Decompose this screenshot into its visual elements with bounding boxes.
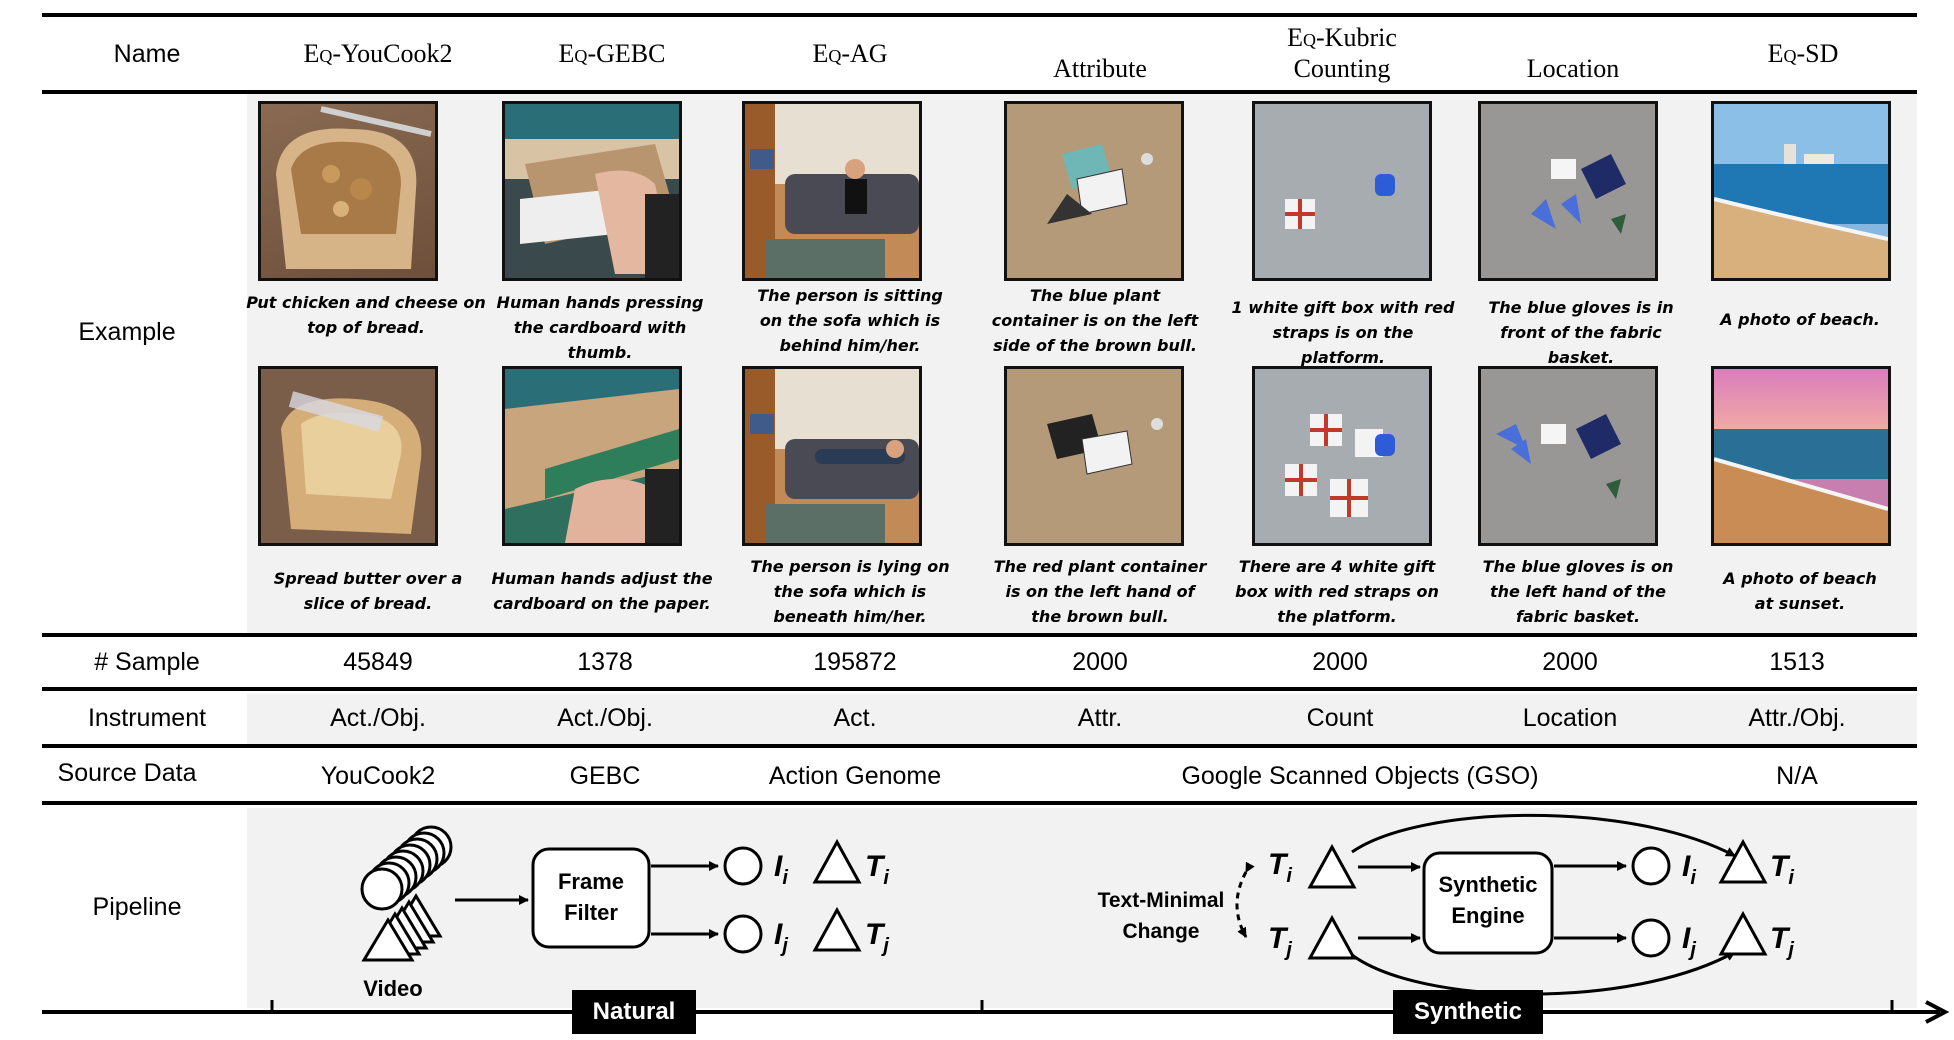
caption-attribute-2: The red plant container is on the left h… [993, 557, 1207, 626]
col-location-label: Location [1526, 54, 1620, 83]
caption-gebc-1: Human hands pressing the cardboard with … [496, 293, 704, 362]
natural-badge: Natural [572, 990, 696, 1034]
top-rule [42, 13, 1917, 17]
instrument-youcook2: Act./Obj. [330, 704, 426, 732]
bread-drawing [276, 106, 432, 269]
col-youcook2: Eq-YouCook2 [258, 38, 498, 69]
synthetic-badge: Synthetic [1393, 990, 1543, 1034]
caption-ag-1: The person is sitting on the sofa which … [757, 286, 943, 355]
sample-ag: 195872 [813, 648, 897, 676]
instrument-gebc: Act./Obj. [557, 704, 653, 732]
gloves-basket-drawing [1481, 104, 1655, 278]
example-image-gebc-1 [502, 101, 682, 281]
beach-sunset-drawing [1714, 369, 1888, 543]
col-kubric-sub: Counting [1293, 54, 1391, 83]
eq-prefix: Eq [303, 39, 333, 68]
source-ag: Action Genome [768, 762, 942, 790]
eq-prefix: Eq [812, 39, 842, 68]
containers-drawing [1007, 104, 1181, 278]
example-image-location-1 [1478, 101, 1658, 281]
source-rule [42, 801, 1917, 805]
source-sd: N/A [1776, 762, 1818, 790]
caption-kubric-2: There are 4 white gift box with red stra… [1235, 557, 1439, 626]
caption-location-2: The blue gloves is on the left hand of t… [1482, 557, 1674, 626]
example-image-ag-1 [742, 101, 922, 281]
col-kubric-label: -Kubric [1316, 23, 1397, 52]
example-image-youcook2-2 [258, 366, 438, 546]
example-rule [42, 633, 1917, 637]
axis-arrow-icon [1925, 1000, 1950, 1024]
header-rule [42, 90, 1917, 94]
col-attribute-label: Attribute [1053, 54, 1147, 83]
col-gebc-label: -GEBC [587, 39, 666, 68]
gloves-basket-drawing-2 [1481, 369, 1655, 543]
example-image-location-2 [1478, 366, 1658, 546]
instrument-background [247, 694, 1917, 744]
beach-drawing [1714, 104, 1888, 278]
sample-youcook2: 45849 [343, 648, 413, 676]
example-image-kubric-1 [1252, 101, 1432, 281]
caption-youcook2-1: Put chicken and cheese on top of bread. [246, 293, 486, 337]
col-attribute: Attribute [980, 53, 1220, 84]
sample-rule [42, 687, 1917, 691]
caption-ag-2: The person is lying on the sofa which is… [750, 557, 950, 626]
caption-attribute-1: The blue plant container is on the left … [991, 286, 1199, 355]
caption-sd-1: A photo of beach. [1720, 310, 1880, 329]
hands-cardboard-drawing [505, 369, 679, 543]
eq-prefix: Eq [558, 39, 588, 68]
sample-sd: 1513 [1769, 648, 1825, 676]
example-image-youcook2-1 [258, 101, 438, 281]
caption-kubric-1: 1 white gift box with red straps is on t… [1231, 298, 1455, 367]
source-gebc: GEBC [569, 762, 641, 790]
eq-prefix: Eq [1767, 39, 1797, 68]
col-sd: Eq-SD [1683, 38, 1923, 69]
sofa-lying-drawing [745, 369, 919, 543]
caption-sd-2: A photo of beach at sunset. [1723, 569, 1877, 613]
sample-kubric: 2000 [1312, 648, 1368, 676]
example-image-attribute-2 [1004, 366, 1184, 546]
col-ag-label: -AG [841, 39, 888, 68]
col-location: Location [1453, 53, 1693, 84]
col-ag: Eq-AG [730, 38, 970, 69]
sample-attribute: 2000 [1072, 648, 1128, 676]
containers-red-drawing [1007, 369, 1181, 543]
instrument-ag: Act. [833, 704, 877, 732]
pipeline-background [247, 808, 1917, 1008]
sample-location: 2000 [1542, 648, 1598, 676]
caption-location-1: The blue gloves is in front of the fabri… [1488, 298, 1674, 367]
caption-youcook2-2: Spread butter over a slice of bread. [273, 569, 463, 613]
example-image-ag-2 [742, 366, 922, 546]
instrument-label: Instrument [87, 704, 207, 732]
col-youcook2-label: -YouCook2 [332, 39, 453, 68]
instrument-kubric: Count [1306, 704, 1374, 732]
example-image-gebc-2 [502, 366, 682, 546]
sample-gebc: 1378 [577, 648, 633, 676]
hands-drawing [505, 104, 679, 278]
sofa-sitting-drawing [745, 104, 919, 278]
caption-gebc-2: Human hands adjust the cardboard on the … [491, 569, 713, 613]
example-image-sd-2 [1711, 366, 1891, 546]
example-image-sd-1 [1711, 101, 1891, 281]
instrument-sd: Attr./Obj. [1748, 704, 1846, 732]
gift-boxes-drawing [1255, 369, 1429, 543]
source-youcook2: YouCook2 [320, 762, 436, 790]
eq-prefix: Eq [1287, 23, 1317, 52]
sample-label: # Sample [94, 648, 200, 676]
bread-butter-drawing [281, 391, 422, 534]
example-image-attribute-1 [1004, 101, 1184, 281]
example-image-kubric-2 [1252, 366, 1432, 546]
instrument-rule [42, 744, 1917, 748]
instrument-location: Location [1522, 704, 1618, 732]
name-header: Name [113, 40, 181, 68]
instrument-attribute: Attr. [1077, 704, 1123, 732]
pipeline-label: Pipeline [92, 893, 182, 921]
source-gso: Google Scanned Objects (GSO) [1181, 762, 1539, 790]
source-label: Source Data [57, 759, 197, 787]
example-label: Example [78, 318, 176, 346]
gift-box-drawing [1255, 104, 1429, 278]
col-sd-label: -SD [1796, 39, 1839, 68]
col-gebc: Eq-GEBC [492, 38, 732, 69]
